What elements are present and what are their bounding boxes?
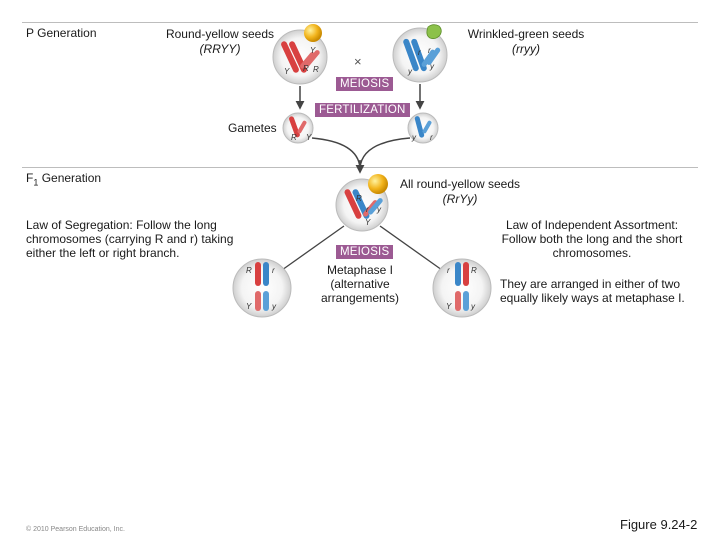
meiosis-mid-tag: MEIOSIS: [336, 245, 394, 259]
metaphase-caption: Metaphase I (alternative arrangements): [298, 263, 422, 305]
yellow-seed-icon: [304, 24, 322, 42]
metaphase-line2: (alternative: [330, 277, 390, 291]
gamete-right-allele-y: y: [411, 133, 417, 142]
allele-r-right: r: [428, 46, 431, 55]
fertilization-tag: FERTILIZATION: [315, 103, 410, 117]
gametes-label: Gametes: [228, 121, 277, 135]
parent-right-genotype: (rryy): [512, 42, 540, 56]
top-rule: [22, 22, 698, 23]
metaphase-cell-right: r R Y y: [432, 258, 492, 318]
meta-right-allele-y: y: [470, 302, 476, 311]
metaphase-line3: arrangements): [320, 291, 400, 305]
f1-subscript: 1: [33, 177, 39, 188]
gamete-left-allele-R: R: [291, 133, 297, 142]
branch-line-right: [379, 225, 443, 271]
branch-line-left: [281, 225, 345, 271]
allele-Y-left: Y: [284, 67, 290, 76]
f1-seeds-caption: All round-yellow seeds (RrYy): [385, 177, 535, 206]
f1-letter: F: [26, 171, 34, 185]
meta-left-allele-y: y: [271, 302, 277, 311]
meta-left-allele-R: R: [246, 266, 252, 275]
parent-right-caption: Wrinkled-green seeds (rryy): [436, 27, 616, 56]
fertilization-merge-path-right: [359, 137, 411, 169]
meta-right-allele-Y: Y: [446, 302, 452, 311]
parent-left-cell: R R Y Y: [272, 29, 328, 85]
meta-left-allele-Y: Y: [246, 302, 252, 311]
f1-allele-y: y: [376, 205, 382, 214]
f1-allele-R: R: [356, 194, 362, 203]
meta-right-allele-r: r: [447, 266, 450, 275]
f1-genotype: (RrYy): [442, 192, 478, 206]
f1-allele-r: r: [366, 205, 369, 214]
chromosome-short-Y-2: [305, 50, 320, 67]
law-of-independent-assortment: Law of Independent Assortment: Follow bo…: [501, 218, 683, 260]
metaphase-line1: Metaphase I: [326, 263, 394, 277]
allele-R-right: R: [313, 65, 319, 74]
arranged-note: They are arranged in either of two equal…: [500, 277, 685, 305]
copyright: © 2010 Pearson Education, Inc.: [26, 526, 125, 533]
green-seed-icon: [426, 24, 442, 39]
allele-Y-right: Y: [310, 46, 316, 55]
gamete-right-allele-r: r: [430, 133, 433, 142]
allele-y-left: y: [407, 67, 413, 76]
law-of-segregation: Law of Segregation: Follow the long chro…: [26, 218, 234, 260]
cross-symbol: ×: [354, 54, 362, 69]
parent-left-caption: Round-yellow seeds (RRYY): [140, 27, 300, 56]
meta-right-allele-R: R: [471, 266, 477, 275]
f1-rest: Generation: [38, 171, 102, 185]
f1-phenotype: All round-yellow seeds: [399, 177, 521, 191]
gamete-left: R Y: [282, 112, 314, 144]
allele-R-left: R: [303, 64, 309, 73]
allele-r-left: r: [418, 48, 421, 57]
f1-yellow-seed-icon: [368, 174, 388, 194]
chromosome-long-r-1: [403, 38, 419, 72]
f1-generation-label: F1 Generation: [26, 171, 101, 189]
gamete-left-allele-Y: Y: [306, 133, 312, 142]
parent-right-cell: r r y y: [392, 27, 448, 83]
allele-y-right: y: [429, 62, 435, 71]
chromosome-short-y-1: [421, 49, 436, 67]
metaphase-cell-left: R r Y y: [232, 258, 292, 318]
chromosome-short-y-2: [426, 47, 441, 65]
p-generation-label: P Generation: [26, 26, 97, 40]
parent-left-genotype: (RRYY): [199, 42, 241, 56]
meiosis-top-tag: MEIOSIS: [336, 77, 394, 91]
gamete-right: y r: [407, 112, 439, 144]
figure-label: Figure 9.24-2: [620, 517, 698, 532]
parent-right-phenotype: Wrinkled-green seeds: [467, 27, 585, 41]
parent-left-phenotype: Round-yellow seeds: [165, 27, 275, 41]
chromosome-long-R-1: [281, 41, 299, 73]
meta-left-allele-r: r: [272, 266, 275, 275]
fertilization-merge-path: [311, 137, 361, 169]
f1-allele-Y: Y: [365, 218, 371, 227]
